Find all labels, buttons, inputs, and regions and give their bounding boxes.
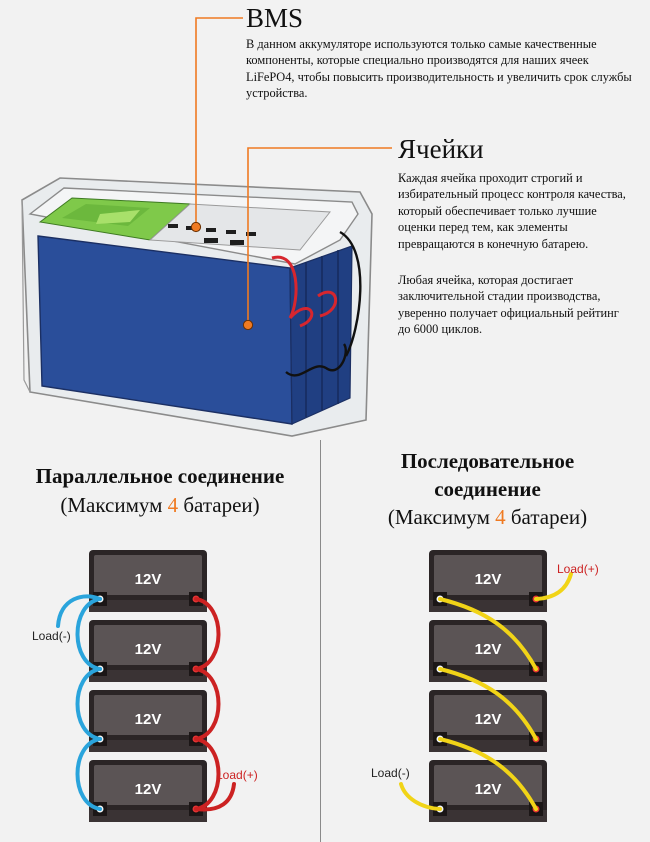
- series-subtitle-suffix: батареи): [505, 505, 588, 529]
- parallel-load-positive-label: Load(+): [216, 768, 258, 782]
- series-battery-2-label: 12V: [475, 641, 502, 658]
- parallel-subtitle: (Максимум 4 батареи): [0, 492, 320, 518]
- series-battery-3-label: 12V: [475, 711, 502, 728]
- bms-description: В данном аккумуляторе используются тольк…: [246, 37, 632, 101]
- parallel-battery-3-label: 12V: [135, 711, 162, 728]
- series-load-positive-label: Load(+): [557, 562, 599, 576]
- bms-title: BMS: [246, 3, 304, 33]
- series-title-line2: соединение: [434, 477, 541, 501]
- cells-rating-description: Любая ячейка, которая достигает заключит…: [398, 273, 619, 337]
- series-battery-4-label: 12V: [475, 781, 502, 798]
- series-subtitle-prefix: (Максимум: [387, 505, 496, 529]
- series-battery-1-label: 12V: [475, 571, 502, 588]
- parallel-load-negative-label: Load(-): [32, 629, 71, 643]
- battery-illustration: [21, 17, 392, 437]
- parallel-subtitle-prefix: (Максимум: [60, 493, 168, 517]
- parallel-wiring-diagram: 12V 12V 12V 12V Load(-) Load(+): [32, 549, 258, 823]
- parallel-battery-4-label: 12V: [135, 781, 162, 798]
- cells-title: Ячейки: [398, 134, 484, 164]
- parallel-subtitle-suffix: батареи): [178, 493, 260, 517]
- series-wiring-diagram: 12V 12V 12V 12V Load(+) Load(-): [371, 549, 599, 823]
- cells-description: Каждая ячейка проходит строгий и избират…: [398, 171, 626, 251]
- parallel-max-count: 4: [167, 493, 179, 517]
- parallel-positive-cables: [194, 597, 236, 812]
- series-title-line1: Последовательное: [400, 449, 575, 473]
- section-divider: [320, 440, 321, 842]
- parallel-title: Параллельное соединение: [35, 464, 285, 488]
- series-max-count: 4: [495, 505, 506, 529]
- series-cables: [399, 572, 573, 811]
- series-load-negative-label: Load(-): [371, 766, 410, 780]
- parallel-battery-1-label: 12V: [135, 571, 162, 588]
- parallel-battery-2-label: 12V: [135, 641, 162, 658]
- parallel-negative-cables: [56, 594, 102, 811]
- series-subtitle: (Максимум 4 батареи): [325, 504, 650, 530]
